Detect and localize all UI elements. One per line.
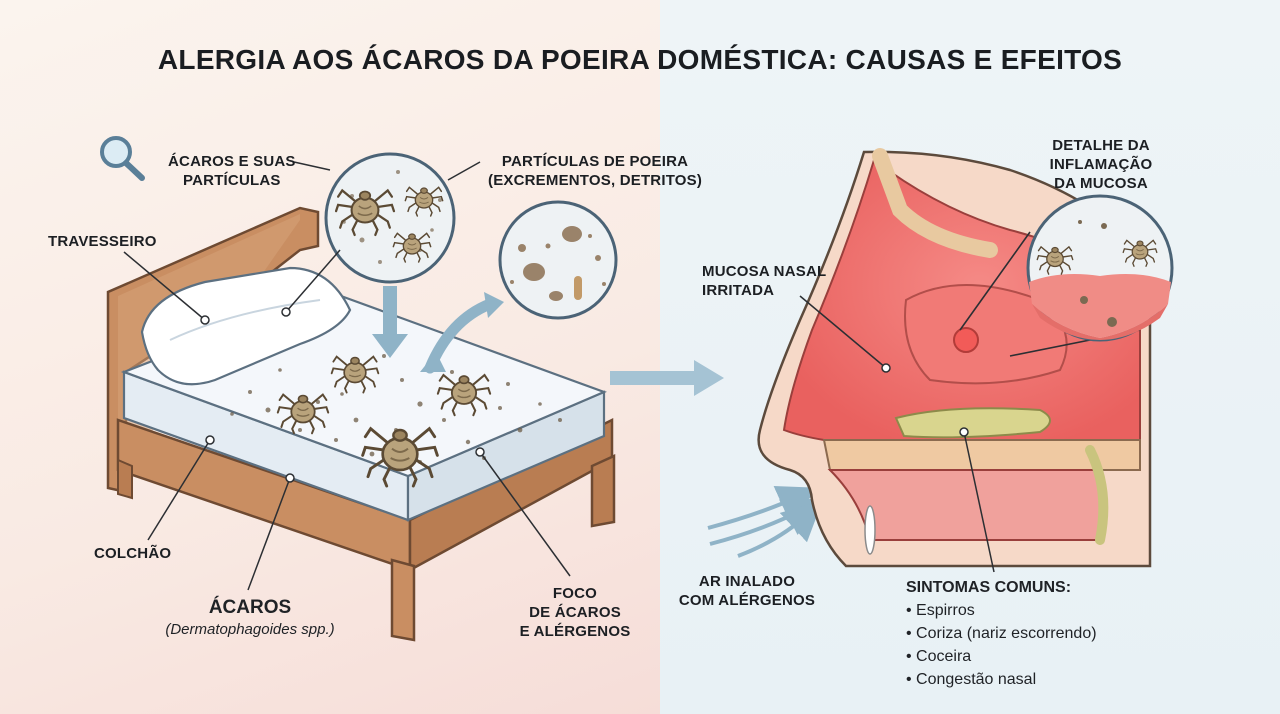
inflammation-zoom-circle	[959, 194, 1174, 357]
bed	[106, 206, 616, 642]
symptoms-list: Espirros Coriza (nariz escorrendo) Cocei…	[906, 599, 1097, 691]
label-mites: ÁCAROS (Dermatophagoides spp.)	[165, 597, 335, 638]
label-pillow: TRAVESSEIRO	[48, 233, 157, 250]
symptom-item: Coceira	[906, 645, 1097, 668]
leader-dots	[200, 307, 969, 483]
magnifier-icon	[100, 136, 145, 181]
page-title: ALERGIA AOS ÁCAROS DA POEIRA DOMÉSTICA: …	[157, 44, 1123, 75]
label-dust-particles: PARTÍCULAS DE POEIRA(EXCREMENTOS, DETRIT…	[488, 153, 703, 189]
symptom-item: Espirros	[906, 599, 1097, 622]
symptom-item: Coriza (nariz escorrendo)	[906, 622, 1097, 645]
symptoms-heading: SINTOMAS COMUNS:	[906, 579, 1072, 596]
leader-lines	[123, 161, 995, 591]
nasal-anatomy	[757, 148, 1152, 568]
dust-zoom-circle	[498, 200, 618, 320]
symptom-item: Congestão nasal	[906, 668, 1097, 691]
label-mattress: COLCHÃO	[94, 545, 172, 562]
mites-zoom-circle	[324, 152, 456, 284]
flow-arrows	[372, 286, 824, 558]
symptoms-box: SINTOMAS COMUNS: Espirros Coriza (nariz …	[906, 576, 1097, 691]
